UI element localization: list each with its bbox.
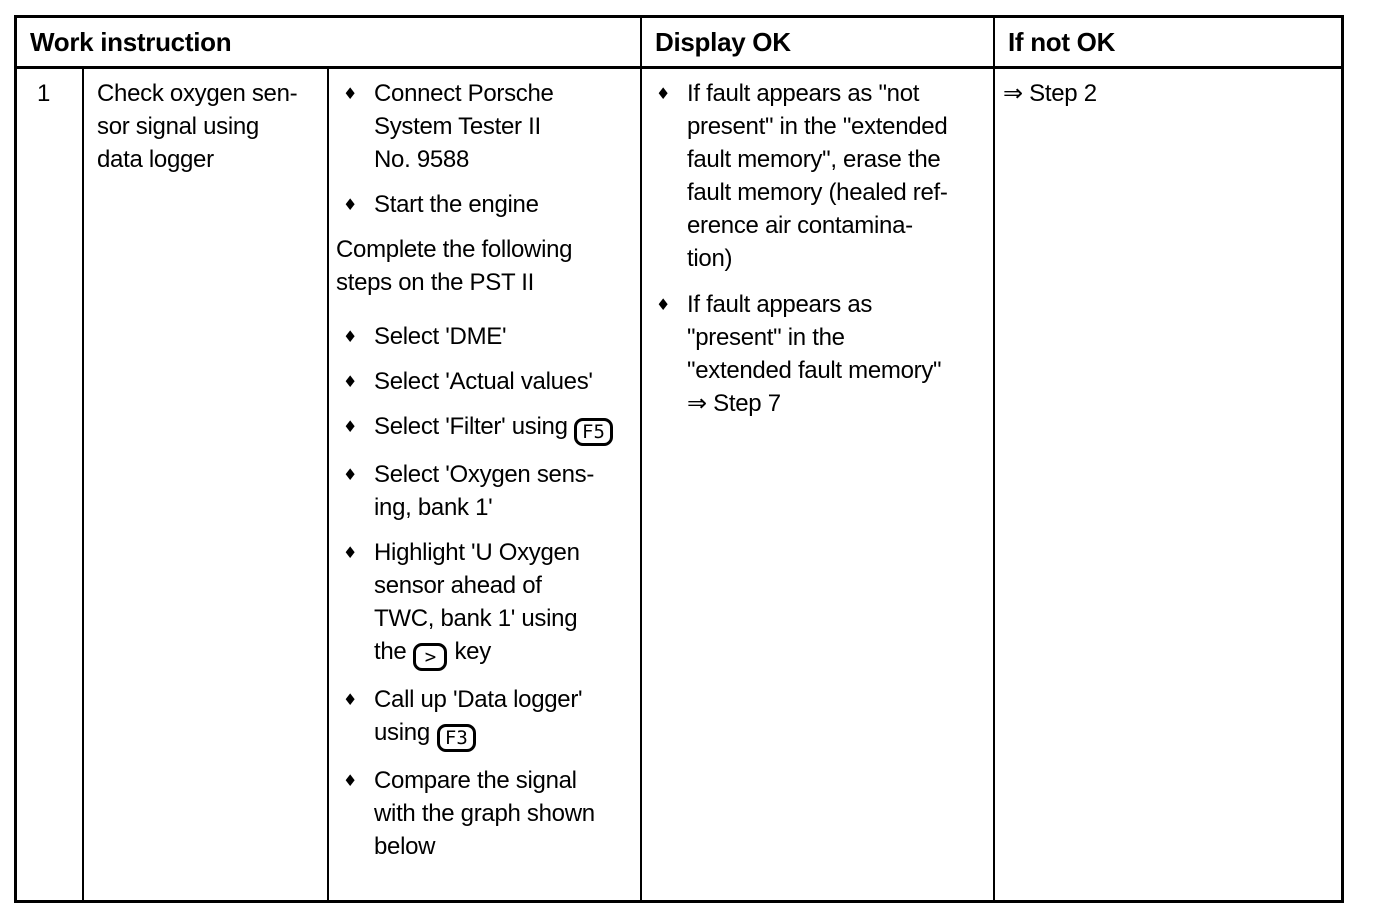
work-step-text: Select 'Actual values'	[374, 368, 593, 395]
work-step-text: Select 'Oxygen sens- ing, bank 1'	[374, 461, 595, 521]
work-step-text-line: Call up 'Data logger' using	[374, 686, 583, 746]
display-ok-item-present: ♦ If fault appears as "present" in the "…	[649, 288, 987, 420]
bullet-diamond-icon: ♦	[656, 295, 671, 314]
work-step-compare-signal: ♦ Compare the signal with the graph show…	[336, 764, 636, 863]
work-instruction-table: Work instruction Display OK If not OK 1 …	[14, 15, 1344, 903]
right-arrow-key-icon: >	[413, 643, 448, 671]
work-step-text: Connect Porsche System Tester II No. 958…	[374, 80, 554, 173]
header-if-not-ok: If not OK	[993, 18, 1341, 66]
bullet-diamond-icon: ♦	[656, 84, 671, 103]
cell-if-not-ok: ⇒ Step 2	[993, 69, 1341, 900]
work-step-text-after: key	[454, 638, 491, 665]
header-work-instruction: Work instruction	[30, 26, 232, 57]
cell-step-number: 1	[37, 80, 51, 107]
header-display-ok: Display OK	[640, 18, 993, 66]
table-body-row: 1 Check oxygen sen- sor signal using dat…	[17, 69, 1341, 900]
work-step-highlight-oxygen-sensor: ♦ Highlight 'U Oxygen sensor ahead of TW…	[336, 536, 636, 671]
bullet-diamond-icon: ♦	[343, 690, 358, 709]
bullet-diamond-icon: ♦	[343, 327, 358, 346]
work-step-text: Select 'Filter' using F5	[374, 410, 636, 446]
work-step-text-line: Highlight 'U Oxygen sensor ahead of TWC,…	[374, 539, 580, 665]
bullet-diamond-icon: ♦	[343, 465, 358, 484]
bullet-diamond-icon: ♦	[343, 195, 358, 214]
work-step-select-dme: ♦ Select 'DME'	[336, 320, 636, 353]
work-step-select-filter: ♦ Select 'Filter' using F5	[336, 410, 636, 446]
bullet-diamond-icon: ♦	[343, 372, 358, 391]
cell-work-steps: ♦ Connect Porsche System Tester II No. 9…	[327, 69, 640, 900]
work-step-select-oxygen-sensing: ♦ Select 'Oxygen sens- ing, bank 1'	[336, 458, 636, 524]
work-step-select-actual-values: ♦ Select 'Actual values'	[336, 365, 636, 398]
key-line: F5	[574, 413, 613, 446]
work-step-text-line: Select 'Filter' using	[374, 413, 568, 440]
work-steps-note: Complete the following steps on the PST …	[336, 236, 573, 296]
work-step-connect-tester: ♦ Connect Porsche System Tester II No. 9…	[336, 77, 636, 176]
bullet-diamond-icon: ♦	[343, 543, 358, 562]
bullet-diamond-icon: ♦	[343, 84, 358, 103]
work-step-text: Select 'DME'	[374, 323, 507, 350]
cell-display-ok: ♦ If fault appears as "not present" in t…	[640, 69, 993, 900]
table-header-row: Work instruction Display OK If not OK	[17, 18, 1341, 69]
work-step-text: Highlight 'U Oxygen sensor ahead of TWC,…	[374, 536, 636, 671]
work-step-text: Start the engine	[374, 191, 539, 218]
display-ok-text: If fault appears as "not present" in the…	[687, 80, 948, 272]
bullet-diamond-icon: ♦	[343, 771, 358, 790]
bullet-diamond-icon: ♦	[343, 417, 358, 436]
f5-key-icon: F5	[574, 418, 613, 446]
f3-key-icon: F3	[436, 724, 476, 752]
work-step-text: Compare the signal with the graph shown …	[374, 767, 595, 860]
cell-instruction-title: Check oxygen sen- sor signal using data …	[82, 69, 327, 900]
display-ok-text: If fault appears as "present" in the "ex…	[687, 291, 942, 417]
if-not-ok-step-reference: ⇒ Step 2	[1003, 80, 1097, 107]
work-step-start-engine: ♦ Start the engine	[336, 188, 636, 221]
display-ok-item-not-present: ♦ If fault appears as "not present" in t…	[649, 77, 987, 275]
